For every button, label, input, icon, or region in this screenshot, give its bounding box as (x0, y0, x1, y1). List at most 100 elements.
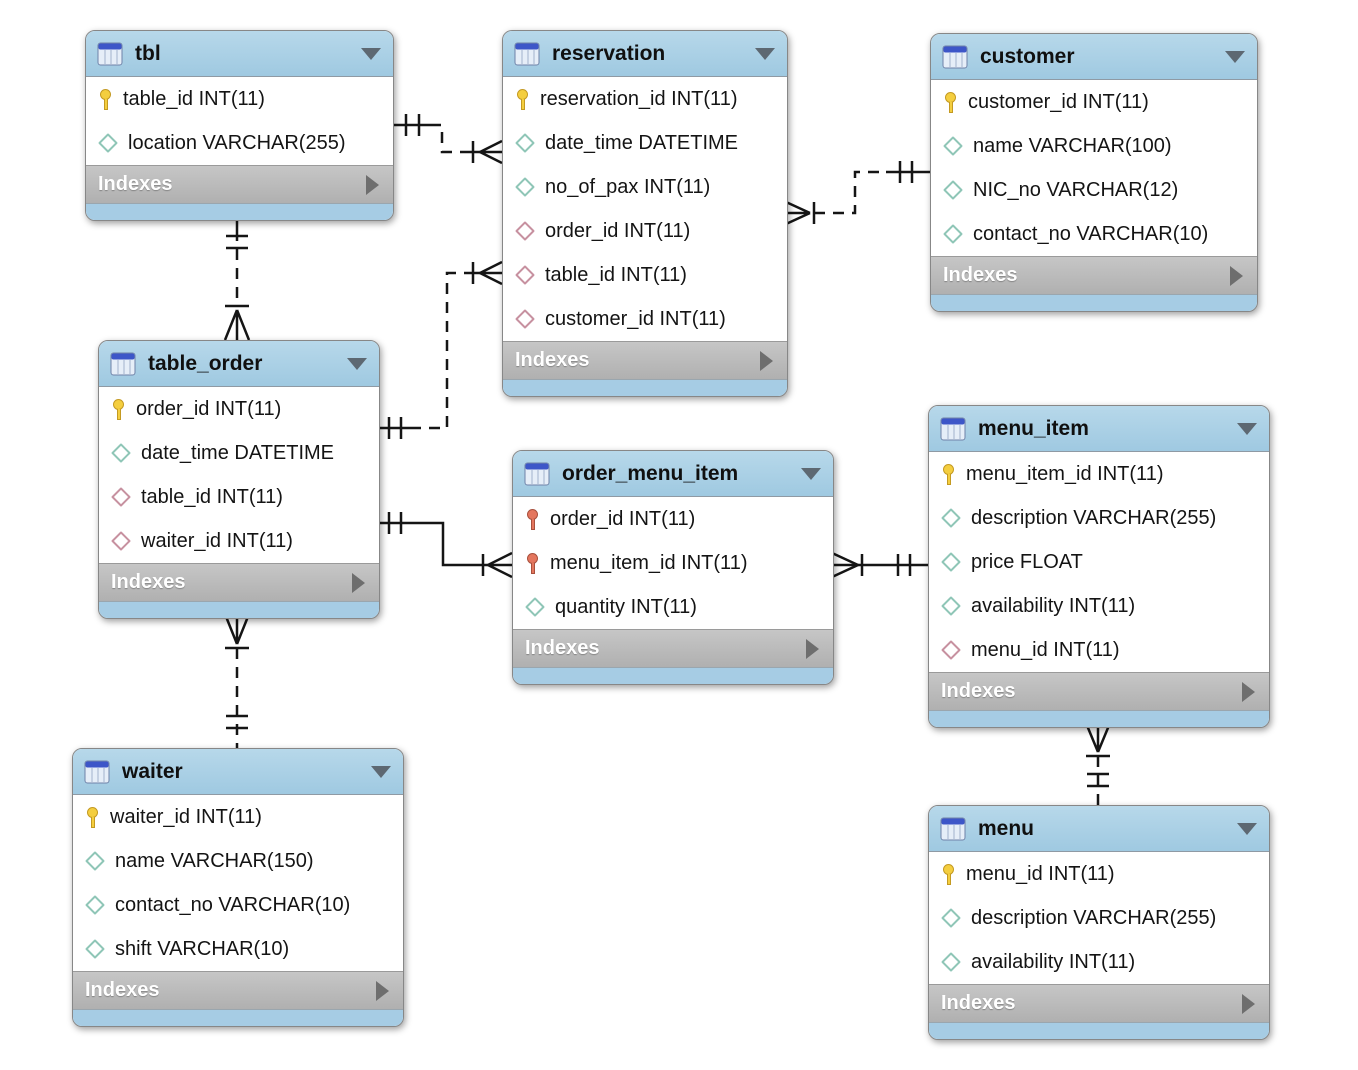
collapse-arrow-icon[interactable] (347, 357, 367, 370)
table-header[interactable]: reservation (503, 31, 787, 77)
indexes-bar[interactable]: Indexes (73, 971, 403, 1009)
table-title: order_menu_item (562, 461, 739, 485)
column-row: location VARCHAR(255) (86, 121, 393, 165)
column-diamond-icon (941, 552, 961, 572)
table-table-order[interactable]: table_order order_id INT(11) date_time D… (98, 340, 380, 619)
collapse-arrow-icon[interactable] (755, 47, 775, 60)
relationship-tbl-reservation[interactable] (392, 114, 503, 165)
table-menu[interactable]: menu menu_id INT(11) description VARCHAR… (928, 805, 1270, 1040)
column-label: menu_id INT(11) (966, 862, 1115, 885)
expand-arrow-icon[interactable] (1242, 681, 1255, 702)
column-list: waiter_id INT(11) name VARCHAR(150) cont… (73, 795, 403, 971)
column-diamond-icon (111, 443, 131, 463)
column-label: contact_no VARCHAR(10) (115, 893, 351, 916)
table-header[interactable]: table_order (99, 341, 379, 387)
indexes-bar[interactable]: Indexes (931, 256, 1257, 294)
column-label: name VARCHAR(150) (115, 849, 314, 872)
primary-foreign-key-icon (526, 508, 539, 531)
column-label: name VARCHAR(100) (973, 134, 1172, 157)
column-label: waiter_id INT(11) (110, 805, 262, 828)
expand-arrow-icon[interactable] (1242, 993, 1255, 1014)
expand-arrow-icon[interactable] (376, 980, 389, 1001)
relationship-tbl-table-order[interactable] (223, 216, 251, 341)
table-title: menu_item (978, 416, 1089, 440)
collapse-arrow-icon[interactable] (361, 47, 381, 60)
column-label: menu_id INT(11) (971, 638, 1120, 661)
column-row: description VARCHAR(255) (929, 496, 1269, 540)
indexes-bar[interactable]: Indexes (503, 341, 787, 379)
table-tbl[interactable]: tbl table_id INT(11) location VARCHAR(25… (85, 30, 394, 221)
indexes-bar[interactable]: Indexes (99, 563, 379, 601)
table-footer (99, 601, 379, 618)
table-grid-icon (84, 760, 110, 783)
column-row: name VARCHAR(100) (931, 124, 1257, 168)
column-label: quantity INT(11) (555, 595, 697, 618)
foreign-key-diamond-icon (111, 531, 131, 551)
column-row: menu_item_id INT(11) (513, 541, 833, 585)
expand-arrow-icon[interactable] (806, 638, 819, 659)
table-header[interactable]: order_menu_item (513, 451, 833, 497)
relationship-table-order-order-menu-item[interactable] (378, 512, 513, 579)
indexes-bar[interactable]: Indexes (929, 984, 1269, 1022)
column-label: reservation_id INT(11) (540, 87, 738, 110)
indexes-label: Indexes (85, 979, 160, 1001)
table-header[interactable]: customer (931, 34, 1257, 80)
column-label: NIC_no VARCHAR(12) (973, 178, 1179, 201)
column-list: menu_id INT(11) description VARCHAR(255)… (929, 852, 1269, 984)
collapse-arrow-icon[interactable] (1237, 422, 1257, 435)
indexes-bar[interactable]: Indexes (86, 165, 393, 203)
table-title: customer (980, 44, 1075, 68)
foreign-key-diamond-icon (515, 309, 535, 329)
table-reservation[interactable]: reservation reservation_id INT(11) date_… (502, 30, 788, 397)
primary-key-icon (944, 91, 957, 114)
column-row: price FLOAT (929, 540, 1269, 584)
expand-arrow-icon[interactable] (1230, 265, 1243, 286)
column-diamond-icon (515, 177, 535, 197)
indexes-bar[interactable]: Indexes (513, 629, 833, 667)
table-header[interactable]: waiter (73, 749, 403, 795)
table-grid-icon (97, 42, 123, 65)
relationship-waiter-table-order[interactable] (223, 613, 251, 748)
collapse-arrow-icon[interactable] (801, 467, 821, 480)
column-row: order_id INT(11) (503, 209, 787, 253)
table-grid-icon (940, 817, 966, 840)
indexes-bar[interactable]: Indexes (929, 672, 1269, 710)
column-diamond-icon (943, 136, 963, 156)
indexes-label: Indexes (941, 992, 1016, 1014)
column-list: menu_item_id INT(11) description VARCHAR… (929, 452, 1269, 672)
column-diamond-icon (941, 508, 961, 528)
expand-arrow-icon[interactable] (760, 350, 773, 371)
table-footer (86, 203, 393, 220)
column-list: order_id INT(11) date_time DATETIME tabl… (99, 387, 379, 563)
primary-key-icon (942, 463, 955, 486)
indexes-label: Indexes (515, 349, 590, 371)
expand-arrow-icon[interactable] (352, 572, 365, 593)
expand-arrow-icon[interactable] (366, 174, 379, 195)
table-header[interactable]: menu (929, 806, 1269, 852)
column-label: availability INT(11) (971, 950, 1136, 973)
collapse-arrow-icon[interactable] (371, 765, 391, 778)
relationship-table-order-reservation[interactable] (378, 260, 503, 439)
relationship-menu-item-order-menu-item[interactable] (831, 551, 928, 579)
column-label: description VARCHAR(255) (971, 906, 1217, 929)
column-label: order_id INT(11) (550, 507, 696, 530)
table-header[interactable]: menu_item (929, 406, 1269, 452)
table-footer (513, 667, 833, 684)
table-customer[interactable]: customer customer_id INT(11) name VARCHA… (930, 33, 1258, 312)
relationship-customer-reservation[interactable] (785, 161, 930, 226)
table-menu-item[interactable]: menu_item menu_item_id INT(11) descripti… (928, 405, 1270, 728)
table-header[interactable]: tbl (86, 31, 393, 77)
column-label: date_time DATETIME (141, 441, 335, 464)
table-waiter[interactable]: waiter waiter_id INT(11) name VARCHAR(15… (72, 748, 404, 1027)
collapse-arrow-icon[interactable] (1237, 822, 1257, 835)
column-row: reservation_id INT(11) (503, 77, 787, 121)
column-label: location VARCHAR(255) (128, 131, 346, 154)
column-label: order_id INT(11) (545, 219, 691, 242)
table-order-menu-item[interactable]: order_menu_item order_id INT(11) menu_it… (512, 450, 834, 685)
column-diamond-icon (85, 851, 105, 871)
column-diamond-icon (525, 597, 545, 617)
collapse-arrow-icon[interactable] (1225, 50, 1245, 63)
primary-key-icon (516, 88, 529, 111)
relationship-menu-menu-item[interactable] (1084, 722, 1112, 805)
